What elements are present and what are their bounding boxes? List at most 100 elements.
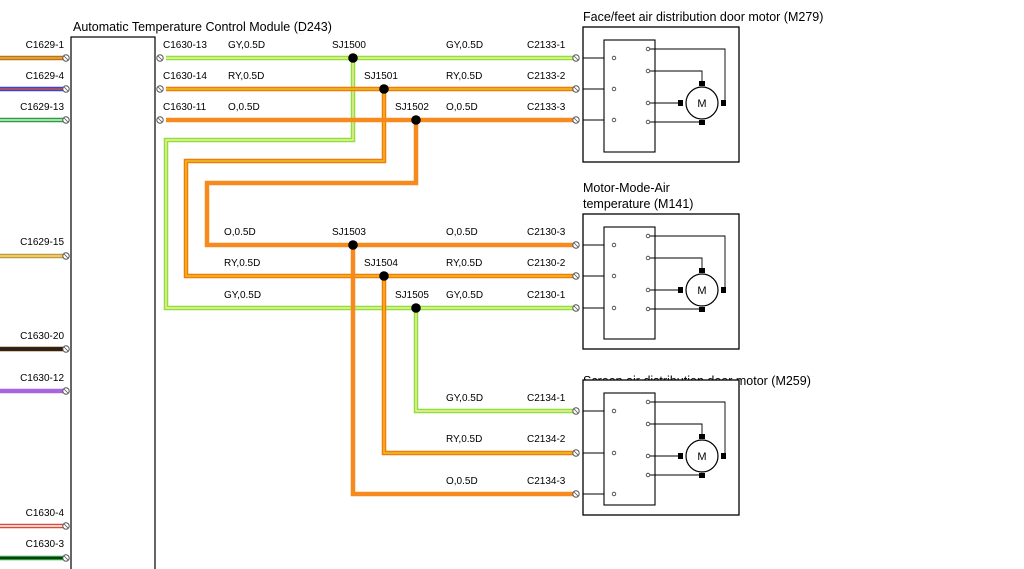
m141-switch-pin-1: [645, 233, 651, 239]
m279-wire-label-2: RY,0.5D: [446, 71, 482, 82]
m141-wire-label-3: GY,0.5D: [446, 290, 483, 301]
m279-lead-b: [650, 70, 703, 85]
m259-brush-left: [678, 453, 683, 459]
wire-label-gy: GY,0.5D: [228, 40, 265, 51]
wire-gy-loop-stripe: [165, 58, 575, 309]
splice-label-sj1500: SJ1500: [332, 40, 366, 51]
m259-inner-pin-3: [611, 491, 617, 497]
splice-label-sj1501: SJ1501: [364, 71, 398, 82]
left-connector-label: C1630-20: [20, 331, 64, 342]
wire-o-m259: [350, 245, 575, 497]
m259-inner-pin-1: [611, 408, 617, 414]
wire-ry-m259: [381, 276, 575, 456]
m279-inner-pin-3: [611, 117, 617, 123]
pin-label-c1630-14: C1630-14: [163, 71, 207, 82]
wire-o-loop: [204, 120, 575, 248]
splice-label-sj1505: SJ1505: [395, 290, 429, 301]
m141-brush-left: [678, 287, 683, 293]
m279-motor-letter: M: [697, 98, 706, 110]
m259-pin-label-3: C2134-3: [527, 476, 566, 487]
splice-label-sj1503: SJ1503: [332, 227, 366, 238]
m279-switch-pin-3: [645, 100, 651, 106]
m279-lead-a: [650, 48, 726, 103]
m259-switch-pin-2: [645, 421, 651, 427]
m259-brush-right: [721, 453, 726, 459]
left-terminal-c1629-1-tick: [63, 55, 69, 61]
m141-motor-letter: M: [697, 285, 706, 297]
pin-label-c1630-11: C1630-11: [163, 102, 207, 113]
wire-label-o: O,0.5D: [228, 102, 260, 113]
m259-switch-pin-4: [645, 472, 651, 478]
m279-wire-label-3: O,0.5D: [446, 102, 478, 113]
m141-inner-pin-1: [611, 242, 617, 248]
m279-switch-pin-4: [645, 119, 651, 125]
wire-label-ry: RY,0.5D: [228, 71, 264, 82]
left-connector-label: C1629-4: [26, 71, 65, 82]
left-terminal-c1630-20-tick: [63, 346, 69, 352]
splice-dot-sj1504: [379, 271, 389, 281]
pin-label-c1630-13: C1630-13: [163, 40, 207, 51]
motor-title-m279: Face/feet air distribution door motor (M…: [583, 10, 823, 24]
left-connector-label: C1629-15: [20, 237, 64, 248]
motor-title-m141-line2: temperature (M141): [583, 197, 693, 211]
m279-motor-icon: [685, 86, 719, 120]
splice-dot-sj1500: [348, 53, 358, 63]
m141-wire-label-2: RY,0.5D: [446, 258, 482, 269]
harness-wires: [156, 54, 580, 498]
motor-boxes: M M M: [582, 26, 740, 516]
m279-switch-pin-2: [645, 68, 651, 74]
m279-inner-box: [603, 39, 656, 153]
left-terminal-c1630-4-tick: [63, 523, 69, 529]
m141-pin-label-2: C2130-2: [527, 258, 566, 269]
left-connector-label: C1630-4: [26, 508, 65, 519]
m141-motor-icon: [685, 273, 719, 307]
m259-switch-pin-3: [645, 453, 651, 459]
m259-motor-icon: [685, 439, 719, 473]
m279-inner-pin-2: [611, 86, 617, 92]
splice-dot-sj1501: [379, 84, 389, 94]
left-connector-label: C1630-12: [20, 373, 64, 384]
m279-brush-left: [678, 100, 683, 106]
m279-pin-label-3: C2133-3: [527, 102, 566, 113]
left-terminal-c1629-15-tick: [63, 253, 69, 259]
m141-brush-bottom: [699, 307, 705, 312]
left-connector-label: C1629-13: [20, 102, 64, 113]
m259-wire-label-1: GY,0.5D: [446, 393, 483, 404]
m141-wire-label-1: O,0.5D: [446, 227, 478, 238]
m279-brush-right: [721, 100, 726, 106]
left-terminal-c1629-13-tick: [63, 117, 69, 123]
motor-terminal-8-tick: [573, 450, 579, 456]
mid-wire-label-o: O,0.5D: [224, 227, 256, 238]
m141-pin-label-3: C2130-1: [527, 290, 566, 301]
m259-motor-letter: M: [697, 451, 706, 463]
m279-pin-label-1: C2133-1: [527, 40, 566, 51]
m259-lead-a: [650, 401, 726, 456]
m259-inner-pin-2: [611, 450, 617, 456]
module-title: Automatic Temperature Control Module (D2…: [73, 20, 332, 34]
m279-switch-pin-1: [645, 46, 651, 52]
m279-wire-label-1: GY,0.5D: [446, 40, 483, 51]
m141-lead-a: [650, 235, 726, 290]
motor-terminal-5-tick: [573, 273, 579, 279]
splice-dot-sj1502: [411, 115, 421, 125]
motor-terminal-4-tick: [573, 242, 579, 248]
splice-dot-sj1503: [348, 240, 358, 250]
splice-dot-sj1505: [411, 303, 421, 313]
m141-inner-pin-2: [611, 273, 617, 279]
module-terminal-1-tick: [157, 55, 163, 61]
m141-inner-pin-3: [611, 305, 617, 311]
m141-brush-top: [699, 268, 705, 273]
m259-pin-label-2: C2134-2: [527, 434, 566, 445]
mid-wire-label-gy: GY,0.5D: [224, 290, 261, 301]
wire-gy-m259-stripe: [415, 308, 575, 412]
m259-brush-top: [699, 434, 705, 439]
motor-terminal-2-tick: [573, 86, 579, 92]
motor-terminal-3-tick: [573, 117, 579, 123]
m259-wire-label-2: RY,0.5D: [446, 434, 482, 445]
left-connector-label: C1630-3: [26, 539, 65, 550]
m259-lead-b: [650, 423, 703, 438]
mid-wire-label-ry: RY,0.5D: [224, 258, 260, 269]
motor-title-m141-line1: Motor-Mode-Air: [583, 181, 670, 195]
module-terminal-2-tick: [157, 86, 163, 92]
